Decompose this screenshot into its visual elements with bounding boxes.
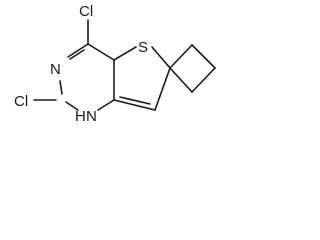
bond-c3a-s [113, 46, 137, 61]
bonds [33, 19, 216, 111]
atom-n-h: N [86, 108, 97, 125]
bond-c3a-c4 [87, 43, 115, 61]
bond-spiro-ch [154, 67, 171, 111]
atom-cl-top: Cl [79, 3, 93, 20]
bond-cb-1 [169, 44, 193, 69]
bond-cb-2 [191, 44, 216, 69]
bond-ch-c7a [113, 99, 156, 111]
bond-s-spiro [151, 46, 171, 69]
atom-labels: Cl N S Cl H N [14, 3, 148, 125]
atom-s: S [138, 39, 148, 56]
atom-h: H [75, 108, 86, 125]
bond-c4-n3 [67, 43, 89, 58]
bond-c4-n3-double [69, 49, 85, 60]
atom-cl-left: Cl [14, 93, 28, 110]
bond-cb-4 [169, 67, 193, 93]
bond-n3-c2 [59, 80, 63, 95]
bond-c2-n1 [65, 101, 79, 111]
chemical-structure: Cl N S Cl H N [14, 3, 216, 125]
atom-n-ring: N [50, 61, 61, 78]
bond-ch-c7a-double [119, 96, 151, 105]
bond-cb-3 [191, 67, 216, 93]
bond-n1-c7a [97, 99, 115, 111]
